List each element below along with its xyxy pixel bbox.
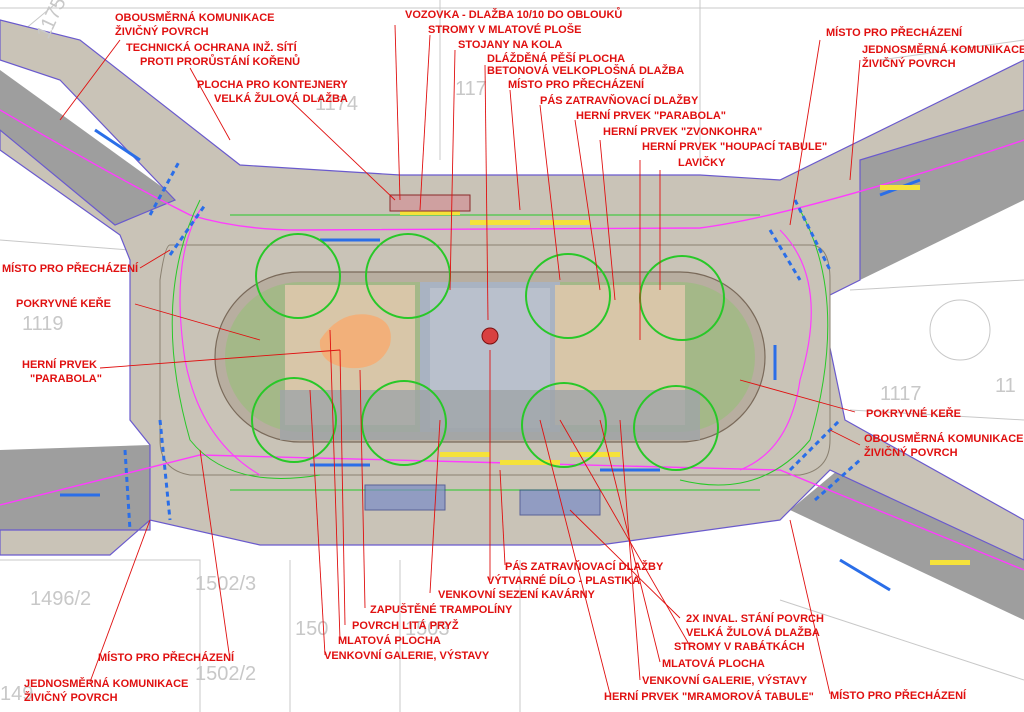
- label-kontejnery: PLOCHA PRO KONTEJNERY: [197, 79, 348, 91]
- parcel-number: 117: [455, 78, 487, 100]
- parcel-number: 1496/2: [30, 588, 91, 610]
- label-parabola-left: HERNÍ PRVEK: [22, 358, 97, 371]
- road-bottom-right: [790, 460, 1024, 620]
- label-galerie-left: VENKOVNÍ GALERIE, VÝSTAVY: [324, 649, 490, 662]
- label-dlazdena: DLÁŽDĚNÁ PĚŠÍ PLOCHA: [487, 52, 625, 65]
- road-bottom-left: [0, 445, 150, 530]
- sculpture: [481, 327, 499, 345]
- parcel-number: 1174: [315, 93, 358, 115]
- label-mlatova-left: MLATOVÁ PLOCHA: [338, 634, 441, 647]
- label-pokryvne-right: POKRYVNÉ KEŘE: [866, 407, 961, 420]
- label-obousmerna-right: OBOUSMĚRNÁ KOMUNIKACE: [864, 432, 1024, 445]
- label-zvonkohra: HERNÍ PRVEK "ZVONKOHRA": [603, 125, 762, 138]
- container-area: [389, 194, 471, 212]
- label-stromy-rabat: STROMY V RABÁTKÁCH: [674, 640, 805, 653]
- label-venkovni-sezeni: VENKOVNÍ SEZENÍ KAVÁRNY: [438, 588, 596, 601]
- parcel-number: 1119: [22, 313, 64, 335]
- label-obousmerna-top-surface: ŽIVIČNÝ POVRCH: [115, 25, 209, 38]
- label-obousmerna-top: OBOUSMĚRNÁ KOMUNIKACE: [115, 11, 275, 24]
- label-parabola-left-2: "PARABOLA": [30, 373, 102, 385]
- parcel-number: 1502/2: [195, 663, 256, 685]
- label-misto-top: MÍSTO PRO PŘECHÁZENÍ: [508, 78, 645, 91]
- label-galerie-right: VENKOVNÍ GALERIE, VÝSTAVY: [642, 674, 808, 687]
- label-lavicky: LAVIČKY: [678, 156, 726, 169]
- label-pokryvne-left: POKRYVNÉ KEŘE: [16, 297, 111, 310]
- trees: [251, 233, 725, 471]
- label-pas-bottom: PÁS ZATRAVŇOVACÍ DLAŽBY: [505, 560, 664, 573]
- crossings: [123, 159, 861, 531]
- parcel-number: 150: [295, 618, 328, 640]
- plaza: [159, 244, 831, 476]
- label-misto-bottom-right: MÍSTO PRO PŘECHÁZENÍ: [830, 689, 967, 702]
- parcel-number: 11: [995, 375, 1016, 397]
- label-obousmerna-right-2: ŽIVIČNÝ POVRCH: [864, 446, 958, 459]
- label-zapustene: ZAPUŠTĚNÉ TRAMPOLÍNY: [370, 603, 513, 616]
- parcel-number: 1117: [880, 383, 922, 405]
- parcel-number: 1503: [405, 618, 450, 640]
- label-jednosmerna-bottom-left: JEDNOSMĚRNÁ KOMUNIKACE: [24, 677, 188, 690]
- parcel-number: 149: [0, 683, 33, 705]
- label-inval: 2X INVAL. STÁNÍ POVRCH: [686, 612, 824, 625]
- label-jednosmerna-bottom-left-2: ŽIVIČNÝ POVRCH: [24, 691, 118, 704]
- traffic-arrows: [60, 128, 921, 592]
- label-technicka-ochrana-2: PROTI PRORŮSTÁNÍ KOŘENŮ: [140, 54, 300, 68]
- label-misto-top-right: MÍSTO PRO PŘECHÁZENÍ: [826, 26, 963, 39]
- label-mramorova: HERNÍ PRVEK "MRAMOROVÁ TABULE": [604, 690, 814, 703]
- label-technicka-ochrana: TECHNICKÁ OCHRANA INŽ. SÍTÍ: [126, 41, 298, 54]
- label-vozovka: VOZOVKA - DLAŽBA 10/10 DO OBLOUKŮ: [405, 7, 622, 21]
- label-kontejnery-2: VELKÁ ŽULOVÁ DLAŽBA: [214, 92, 348, 105]
- label-houpaci: HERNÍ PRVEK "HOUPACÍ TABULE": [642, 140, 827, 153]
- label-stojany: STOJANY NA KOLA: [458, 39, 562, 51]
- label-dlazdena-2: BETONOVÁ VELKOPLOŠNÁ DLAŽBA: [487, 64, 684, 77]
- road-markings: [0, 109, 1024, 571]
- label-misto-left: MÍSTO PRO PŘECHÁZENÍ: [2, 262, 139, 275]
- label-vytvarne: VÝTVARNÉ DÍLO - PLASTIKA: [487, 574, 640, 587]
- label-jednosmerna-top-right-2: ŽIVIČNÝ POVRCH: [862, 57, 956, 70]
- label-stromy-mlat: STROMY V MLATOVÉ PLOŠE: [428, 23, 581, 36]
- parcel-number: 1502/3: [195, 573, 256, 595]
- label-povrch-lity: POVRCH LITÁ PRYŽ: [352, 619, 459, 632]
- label-jednosmerna-top-right: JEDNOSMĚRNÁ KOMUNIKACE: [862, 43, 1024, 56]
- accessible-parking: [364, 484, 601, 516]
- leader-lines: [59, 24, 861, 695]
- label-mlatova-right: MLATOVÁ PLOCHA: [662, 657, 765, 670]
- road-top-left: [0, 70, 180, 235]
- annotation-labels: OBOUSMĚRNÁ KOMUNIKACE ŽIVIČNÝ POVRCH TEC…: [2, 7, 1024, 704]
- label-pas-top: PÁS ZATRAVŇOVACÍ DLAŽBY: [540, 94, 699, 107]
- label-parabola-top: HERNÍ PRVEK "PARABOLA": [576, 109, 726, 122]
- label-inval-2: VELKÁ ŽULOVÁ DLAŽBA: [686, 626, 820, 639]
- label-misto-bottom-left: MÍSTO PRO PŘECHÁZENÍ: [98, 651, 235, 664]
